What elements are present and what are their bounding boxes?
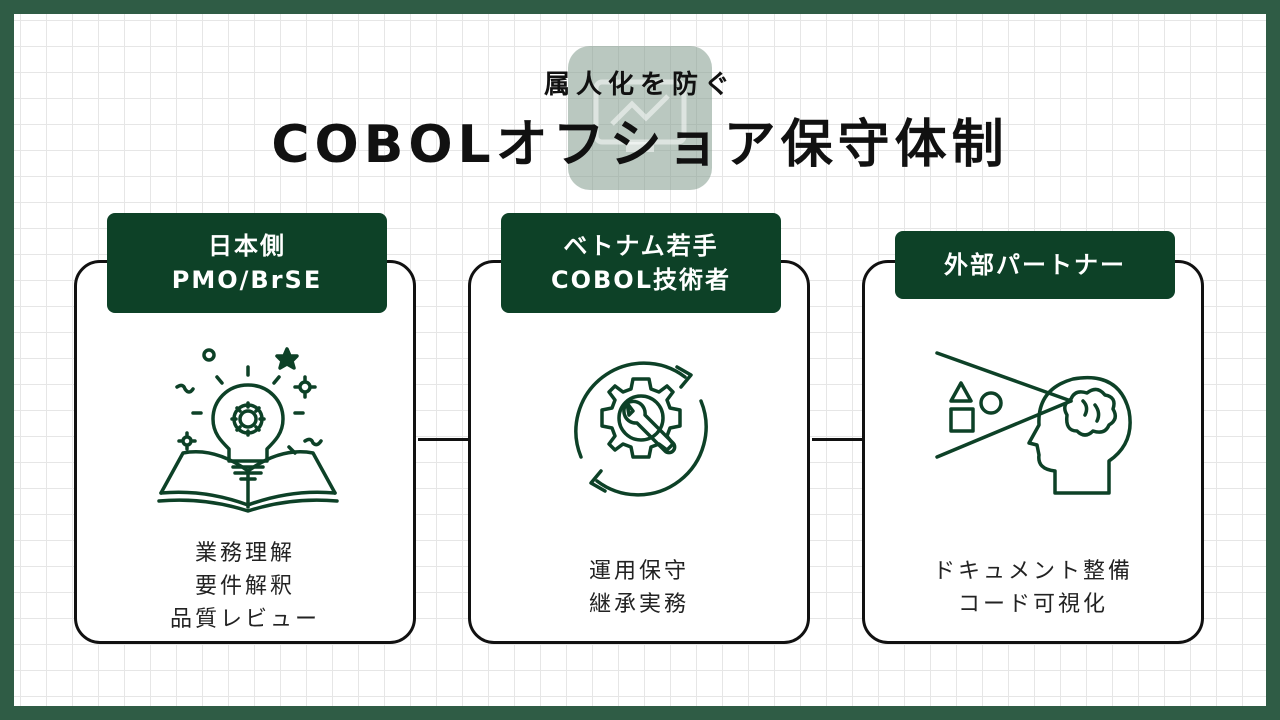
lightbulb-book-icon	[157, 347, 339, 513]
card-header-line: 外部パートナー	[944, 251, 1126, 279]
card-body-line: 品質レビュー	[169, 607, 320, 632]
card-header-line: ベトナム若手	[563, 232, 719, 260]
page-subtitle: 属人化を防ぐ	[543, 70, 736, 100]
card-vietnam-engineers: ベトナム若手 COBOL技術者 運用保守 継承実務	[468, 213, 810, 644]
card-body-line: コード可視化	[957, 592, 1108, 617]
card-external-partner: 外部パートナー ドキュメント整備 コード可視化	[862, 231, 1204, 644]
connector-line-1	[418, 438, 470, 441]
watermark-icon	[593, 79, 687, 152]
card-body-partner: ドキュメント整備 コード可視化	[865, 555, 1201, 621]
head-shapes-icon	[935, 351, 1132, 495]
card-body-line: 継承実務	[588, 592, 689, 617]
card-body-line: ドキュメント整備	[932, 559, 1133, 584]
card-body-line: 運用保守	[588, 559, 689, 584]
watermark-logo	[568, 46, 712, 190]
connector-line-2	[812, 438, 864, 441]
slide-canvas: 属人化を防ぐ COBOLオフショア保守体制 日本側 PMO/BrSE	[14, 14, 1266, 706]
card-header-japan: 日本側 PMO/BrSE	[107, 213, 387, 313]
card-body-vietnam: 運用保守 継承実務	[471, 555, 807, 621]
card-body-line: 要件解釈	[194, 574, 295, 599]
card-header-line: PMO/BrSE	[171, 266, 323, 294]
card-header-vietnam: ベトナム若手 COBOL技術者	[501, 213, 781, 313]
page-title: COBOLオフショア保守体制	[271, 115, 1009, 175]
card-header-line: COBOL技術者	[550, 266, 731, 294]
card-body-line: 業務理解	[194, 541, 295, 566]
card-header-partner: 外部パートナー	[895, 231, 1175, 299]
gear-wrench-cycle-icon	[574, 361, 708, 497]
card-body-japan: 業務理解 要件解釈 品質レビュー	[77, 537, 413, 636]
card-japan-side: 日本側 PMO/BrSE	[74, 213, 416, 644]
card-header-line: 日本側	[208, 232, 286, 260]
